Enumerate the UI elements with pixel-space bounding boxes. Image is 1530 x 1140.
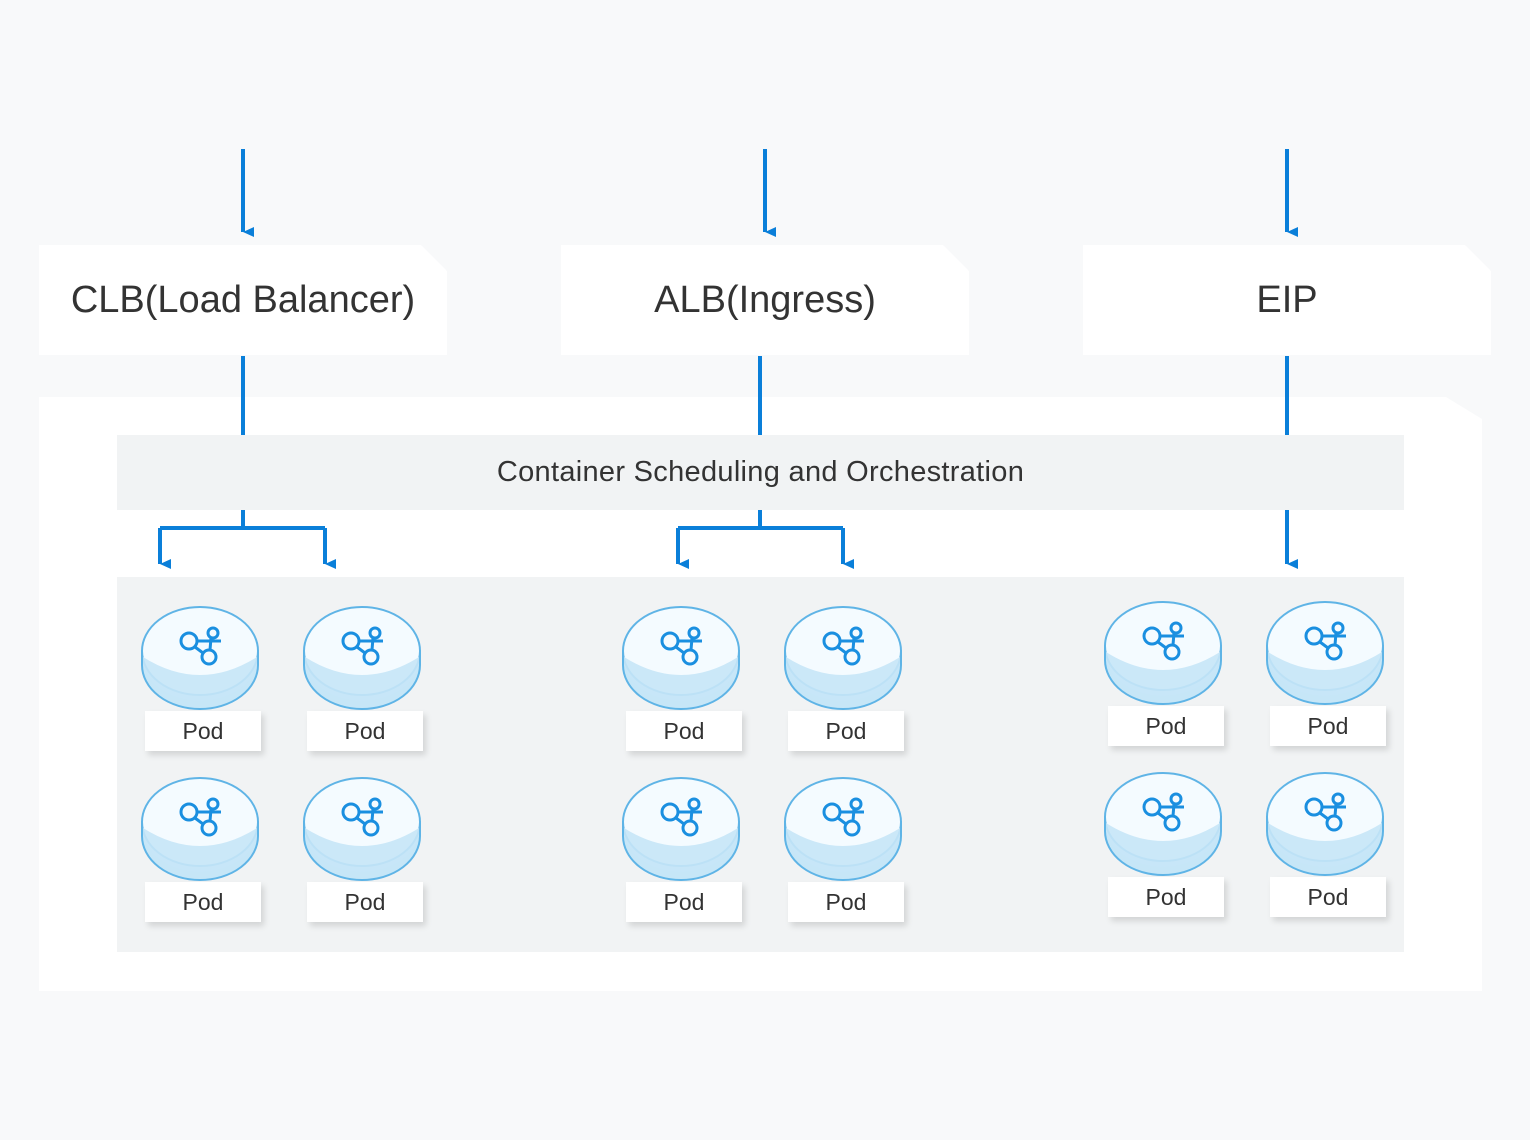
pod-label: Pod — [788, 882, 904, 922]
network-nodes-icon — [1142, 621, 1184, 661]
pod-label: Pod — [145, 711, 261, 751]
network-nodes-icon — [822, 626, 864, 666]
pod-disk-icon — [303, 777, 421, 881]
pod-disk-icon — [1266, 772, 1384, 876]
pod-disk-icon — [784, 777, 902, 881]
network-nodes-icon — [179, 626, 221, 666]
pod: Pod — [135, 605, 265, 765]
pod-label: Pod — [788, 711, 904, 751]
entry-box-alb: ALB(Ingress) — [561, 245, 969, 355]
pod-disk-icon — [1104, 772, 1222, 876]
pod-label: Pod — [1270, 706, 1386, 746]
pod-disk-icon — [1104, 601, 1222, 705]
pod-label: Pod — [307, 882, 423, 922]
pod: Pod — [1260, 600, 1390, 760]
pod: Pod — [297, 605, 427, 765]
network-nodes-icon — [1304, 621, 1346, 661]
pod: Pod — [778, 776, 908, 936]
pod: Pod — [135, 776, 265, 936]
pod-disk-icon — [141, 777, 259, 881]
entry-box-eip: EIP — [1083, 245, 1491, 355]
network-nodes-icon — [1142, 792, 1184, 832]
pod-label: Pod — [145, 882, 261, 922]
entry-box-clb: CLB(Load Balancer) — [39, 245, 447, 355]
network-nodes-icon — [822, 797, 864, 837]
pod-disk-icon — [784, 606, 902, 710]
pod-label: Pod — [1108, 706, 1224, 746]
scheduler-band: Container Scheduling and Orchestration — [117, 435, 1404, 510]
pod-disk-icon — [622, 606, 740, 710]
pod: Pod — [778, 605, 908, 765]
pod-disk-icon — [1266, 601, 1384, 705]
network-nodes-icon — [660, 797, 702, 837]
pod-label: Pod — [626, 711, 742, 751]
pod: Pod — [616, 776, 746, 936]
pod: Pod — [1260, 771, 1390, 931]
pod-disk-icon — [622, 777, 740, 881]
entry-label-clb: CLB(Load Balancer) — [70, 278, 416, 321]
pod-label: Pod — [1108, 877, 1224, 917]
network-nodes-icon — [1304, 792, 1346, 832]
network-nodes-icon — [179, 797, 221, 837]
pod-disk-icon — [303, 606, 421, 710]
pod-label: Pod — [626, 882, 742, 922]
entry-label-alb: ALB(Ingress) — [654, 278, 876, 321]
pod: Pod — [1098, 771, 1228, 931]
pod-disk-icon — [141, 606, 259, 710]
pod: Pod — [1098, 600, 1228, 760]
pod: Pod — [297, 776, 427, 936]
scheduler-label: Container Scheduling and Orchestration — [496, 456, 1025, 488]
entry-label-eip: EIP — [1256, 278, 1318, 321]
network-nodes-icon — [660, 626, 702, 666]
pod-label: Pod — [307, 711, 423, 751]
network-nodes-icon — [341, 626, 383, 666]
pod: Pod — [616, 605, 746, 765]
pod-label: Pod — [1270, 877, 1386, 917]
network-nodes-icon — [341, 797, 383, 837]
